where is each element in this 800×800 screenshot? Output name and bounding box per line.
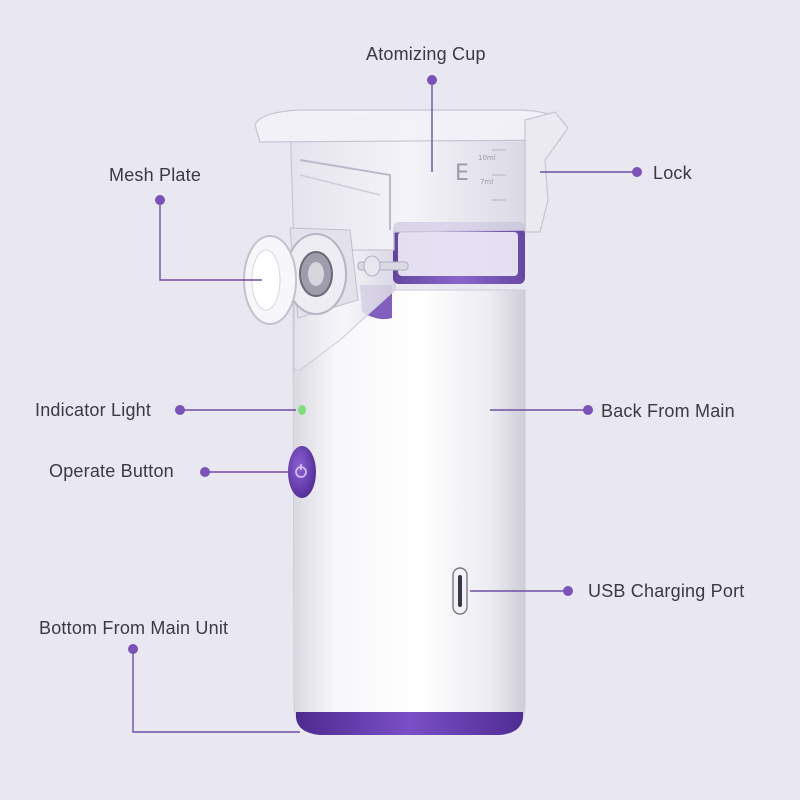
cup-rim xyxy=(254,109,566,143)
leader-bottom-unit xyxy=(132,649,300,733)
dot-operate-button xyxy=(200,467,210,477)
label-mesh-plate: Mesh Plate xyxy=(109,165,202,185)
dot-atomizing-cup xyxy=(427,75,437,85)
label-back-from-main: Back From Main xyxy=(601,401,735,421)
cup-scale-unit: E xyxy=(455,161,469,186)
dot-lock xyxy=(632,167,642,177)
dot-usb-charging-port xyxy=(563,586,573,596)
cup-scale-mark-upper: 10ml xyxy=(478,154,496,162)
label-usb-charging-port: USB Charging Port xyxy=(588,581,745,601)
label-lock: Lock xyxy=(653,163,692,183)
cup-scale: E 10ml 7ml xyxy=(455,149,506,201)
nebulizer-device: E 10ml 7ml xyxy=(243,109,569,735)
leader-lines xyxy=(132,80,637,733)
dot-indicator-light xyxy=(175,405,185,415)
lock-clip xyxy=(524,111,569,233)
cup-scale-mark-lower: 7ml xyxy=(480,178,493,186)
side-pin xyxy=(357,255,409,277)
label-atomizing-cup: Atomizing Cup xyxy=(366,44,486,64)
indicator-light xyxy=(298,405,306,415)
main-body xyxy=(292,289,526,732)
leader-dots xyxy=(128,75,642,654)
label-operate-button: Operate Button xyxy=(49,461,174,481)
usb-port xyxy=(452,567,468,615)
dot-mesh-plate xyxy=(155,195,165,205)
operate-button xyxy=(288,446,316,498)
dot-back-from-main xyxy=(583,405,593,415)
label-bottom-from-main-unit: Bottom From Main Unit xyxy=(39,618,229,638)
label-indicator-light: Indicator Light xyxy=(35,400,152,420)
bottom-band xyxy=(296,712,523,735)
leader-mesh-plate xyxy=(159,200,262,281)
dot-bottom-unit xyxy=(128,644,138,654)
